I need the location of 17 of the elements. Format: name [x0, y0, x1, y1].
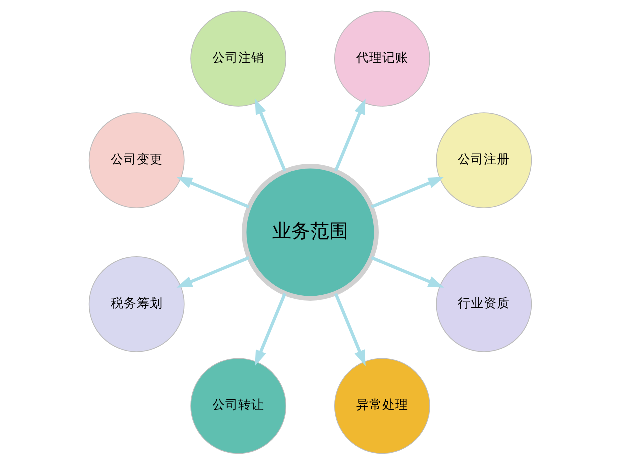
node-circle: 公司注销	[190, 10, 286, 107]
arrow	[334, 98, 366, 172]
arrow	[176, 256, 250, 288]
arrow	[254, 98, 286, 172]
arrow	[334, 293, 366, 366]
node-circle: 代理记账	[334, 10, 430, 107]
node-circle: 税务筹划	[88, 256, 184, 352]
node-circle: 公司注册	[436, 112, 532, 209]
arrow	[370, 177, 444, 209]
node-circle: 异常处理	[334, 358, 430, 454]
node-circle: 行业资质	[436, 256, 532, 352]
arrow	[254, 293, 286, 366]
node-circle: 公司变更	[88, 112, 184, 209]
arrow	[370, 256, 444, 288]
node-circle: 公司转让	[190, 358, 286, 454]
arrow	[176, 177, 250, 209]
node-circle: 业务范围	[242, 164, 378, 301]
